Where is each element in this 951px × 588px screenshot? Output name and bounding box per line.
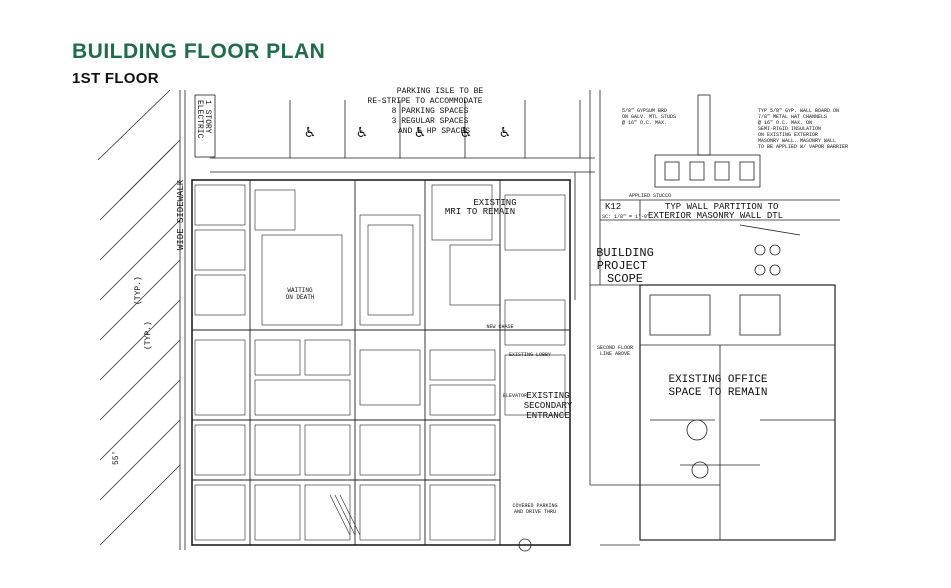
wheelchair-icon: ♿ [415,124,425,142]
building-scope-line-2: PROJECT [597,259,647,273]
typ-note-line-2: 7/8" METAL HAT CHANNELS [758,114,827,120]
parking-note-line-3: 8 PARKING SPACES [392,107,469,116]
existing-mri-line-1: EXISTING [473,198,516,208]
typ-note-line-1: TYP 5/8" GYP. WALL BOARD ON [758,108,839,114]
interior-rooms [194,184,566,541]
parking-note-line-1: PARKING ISLE TO BE [397,87,484,96]
gypsum-note-line-1: 5/8" GYPSUM BRD [622,108,667,114]
main-building-outline [191,179,571,546]
parking-area-top [179,90,595,550]
accessible-parking-icons: ♿ ♿ ♿ ♿ ♿ [305,124,510,142]
wheelchair-icon: ♿ [500,124,510,142]
existing-office-line-2: SPACE TO REMAIN [668,387,767,399]
callout-markers [518,224,801,552]
diagonal-parking-stripes [97,89,181,546]
wheelchair-icon: ♿ [461,124,471,142]
typ-note-line-7: TO BE APPLIED W/ VAPOR BARRIER [758,144,848,150]
covered-parking-line-2: AND DRIVE THRU [514,509,556,515]
waiting-area-line-2: ON DEATH [286,294,315,301]
new-chase-label: NEW CHASE [486,324,513,330]
waiting-area-line-1: WAITING [287,287,313,294]
page-title: BUILDING FLOOR PLAN [72,40,326,63]
page-subtitle: 1ST FLOOR [72,70,159,87]
second-floor-line-2: LINE ABOVE [600,351,630,357]
typ-note-line-4: SEMI-RIGID INSULATION [758,126,821,132]
typ-label-1: (TYP.) [134,276,143,305]
wheelchair-icon: ♿ [305,124,315,142]
existing-office-line-1: EXISTING OFFICE [668,374,767,386]
second-floor-line-1: SECOND FLOOR [597,345,633,351]
wall-detail-title-line-1: TYP WALL PARTITION TO [665,202,778,212]
existing-lobby-label: EXISTING LOBBY [509,352,551,358]
dimension-55: 55' [112,451,121,465]
wall-detail-tag: K12 [605,202,621,212]
wall-detail-drawing [599,90,840,285]
sidewalk-label: WIDE SIDEWALK [176,179,186,250]
wall-detail-title-line-2: EXTERIOR MASONRY WALL DTL [648,211,783,221]
building-scope-line-1: BUILDING [596,246,654,260]
secondary-entrance-line-1: EXISTING [526,391,569,401]
secondary-entrance-line-2: SECONDARY [524,401,573,411]
gypsum-note-line-2: ON GALV. MTL STUDS [622,114,676,120]
applied-stucco-label: APPLIED STUCCO [629,193,671,199]
building-scope-line-3: SCOPE [607,272,643,286]
covered-parking-line-1: COVERED PARKING [512,503,557,509]
typ-label-2: (TYP.) [144,321,153,350]
typ-note-line-3: @ 16" O.C. MAX. ON [758,120,812,126]
elevator-label: ELEVATOR [503,393,527,399]
wheelchair-icon: ♿ [357,124,367,142]
existing-office-block [590,284,836,546]
existing-mri-line-2: MRI TO REMAIN [445,207,515,217]
parking-note-line-2: RE-STRIPE TO ACCOMMODATE [367,97,482,106]
parking-note-line-4: 3 REGULAR SPACES [392,117,469,126]
parking-note-line-5: AND 5 HP SPACES [398,127,470,136]
typ-note-line-5: ON EXISTING EXTERIOR [758,132,818,138]
electric-line-1: 1 STORY [203,100,212,134]
typ-note-line-6: MASONRY WALL. MASONRY WALL [758,138,836,144]
gypsum-note-line-3: @ 16" O.C. MAX. [622,120,667,126]
wall-detail-scale: SC: 1/8" = 1'-0" [602,214,650,220]
electric-line-2: ELECTRIC [195,100,204,139]
secondary-entrance-line-3: ENTRANCE [526,411,569,421]
